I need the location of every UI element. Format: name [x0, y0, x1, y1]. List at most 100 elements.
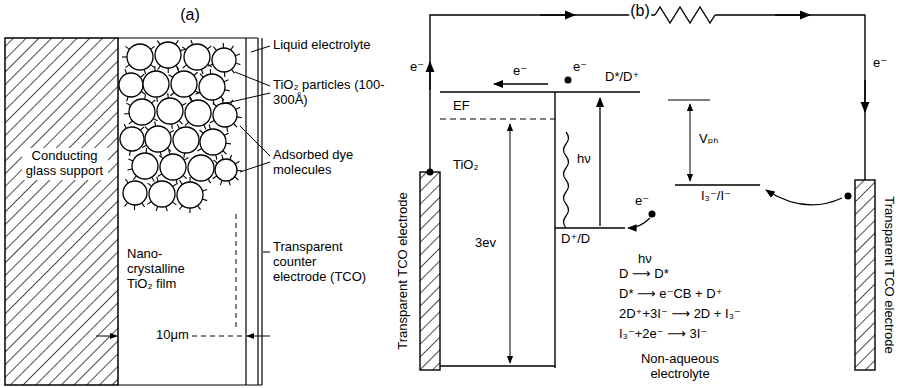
- drawing-stroke: [156, 206, 158, 211]
- electron-dot: [649, 211, 656, 218]
- drawing-stroke: [145, 127, 149, 130]
- annotation-label: D⁺/D: [560, 232, 591, 247]
- drawing-stroke: [224, 80, 229, 82]
- drawing-stroke: [129, 121, 133, 124]
- drawing-stroke: [149, 181, 175, 207]
- drawing-stroke: [235, 177, 239, 180]
- leader-line: [240, 126, 270, 156]
- dimension-arrow: [247, 336, 270, 337]
- annotation-label: I₃⁻/I⁻: [700, 189, 732, 204]
- drawing-stroke: [182, 47, 186, 50]
- drawing-stroke: [177, 124, 179, 128]
- region-label: Nano-crystalline TiO₂ film: [125, 246, 213, 293]
- load-resistor: [655, 7, 715, 23]
- drawing-stroke: [145, 126, 171, 152]
- drawing-stroke: [236, 63, 241, 64]
- electron-arrow: [494, 83, 548, 84]
- drawing-stroke: [185, 100, 211, 126]
- drawing-stroke: [129, 151, 131, 156]
- drawing-stroke: [177, 182, 203, 208]
- electron-arrow: [766, 190, 842, 205]
- annotation-label: hν: [576, 152, 592, 167]
- drawing-stroke: [189, 208, 190, 213]
- tio2-particles: [119, 42, 237, 208]
- annotation-label: e⁻: [872, 56, 888, 71]
- annotation-label: EF: [452, 99, 471, 114]
- counter-electrode-edge: [261, 38, 262, 385]
- drawing-stroke: [125, 46, 129, 49]
- drawing-stroke: [209, 124, 210, 129]
- drawing-stroke: [213, 47, 216, 51]
- drawing-stroke: [146, 148, 148, 153]
- annotation-label: 10μm: [155, 328, 190, 343]
- drawing-stroke: [194, 72, 198, 75]
- tco-electrode: [855, 180, 875, 370]
- annotation-label: Non-aqueous electrolyte: [634, 352, 726, 382]
- drawing-stroke: [183, 153, 185, 158]
- drawing-stroke: [223, 151, 227, 154]
- redox-level: [675, 184, 760, 185]
- drawing-stroke: [144, 69, 146, 74]
- drawing-stroke: [213, 160, 217, 163]
- drawing-stroke: [142, 145, 146, 147]
- drawing-stroke: [143, 71, 169, 97]
- drawing-stroke: [175, 40, 178, 44]
- drawing-stroke: [210, 69, 212, 74]
- drawing-stroke: [184, 158, 188, 161]
- drawing-stroke: [197, 149, 201, 152]
- drawing-stroke: [201, 69, 203, 74]
- drawing-stroke: [125, 202, 128, 206]
- panel-label: (b): [629, 2, 651, 20]
- drawing-stroke: [157, 41, 160, 45]
- voltage-level: [668, 99, 710, 100]
- circuit-wire: [715, 15, 865, 180]
- drawing-stroke: [236, 107, 240, 109]
- drawing-stroke: [140, 74, 144, 77]
- drawing-stroke: [179, 180, 182, 184]
- fermi-level: [440, 119, 555, 120]
- drawing-stroke: [155, 42, 181, 68]
- cell-top: [118, 37, 258, 38]
- tio2-interface: [554, 92, 555, 368]
- drawing-stroke: [213, 103, 217, 107]
- drawing-stroke: [208, 179, 211, 183]
- drawing-stroke: [208, 64, 212, 67]
- drawing-stroke: [159, 155, 163, 158]
- drawing-stroke: [190, 97, 192, 101]
- drawing-stroke: [122, 56, 127, 57]
- valence-band: [440, 365, 555, 366]
- drawing-stroke: [200, 129, 226, 155]
- drawing-stroke: [208, 64, 213, 66]
- drawing-stroke: [124, 113, 129, 115]
- counter-electrode-edge: [257, 38, 258, 385]
- drawing-stroke: [179, 120, 182, 124]
- drawing-stroke: [124, 124, 126, 128]
- drawing-stroke: [129, 99, 155, 125]
- drawing-stroke: [199, 74, 225, 100]
- annotation-label: e⁻: [634, 194, 650, 209]
- drawing-stroke: [216, 155, 217, 160]
- current-arrow: [429, 62, 430, 90]
- drawing-stroke: [173, 127, 199, 153]
- drawing-stroke: [226, 127, 228, 132]
- photon-wave: [564, 132, 569, 228]
- glass-support-region: Conducting glass support: [5, 38, 118, 385]
- drawing-stroke: [141, 91, 145, 94]
- drawing-stroke: [151, 65, 155, 68]
- drawing-stroke: [212, 48, 236, 72]
- photovoltage-arrow: [690, 104, 691, 181]
- drawing-stroke: [202, 199, 207, 201]
- drawing-stroke: [230, 155, 232, 160]
- leader-line: [222, 93, 270, 104]
- drawing-stroke: [222, 155, 223, 160]
- drawing-stroke: [202, 189, 207, 191]
- electron-dot: [845, 193, 852, 200]
- drawing-stroke: [132, 153, 158, 179]
- drawing-stroke: [166, 206, 167, 211]
- drawing-stroke: [172, 202, 176, 205]
- drawing-stroke: [231, 69, 234, 73]
- drawing-stroke: [196, 92, 201, 94]
- band-gap-arrow: [510, 124, 511, 363]
- drawing-stroke: [223, 43, 224, 48]
